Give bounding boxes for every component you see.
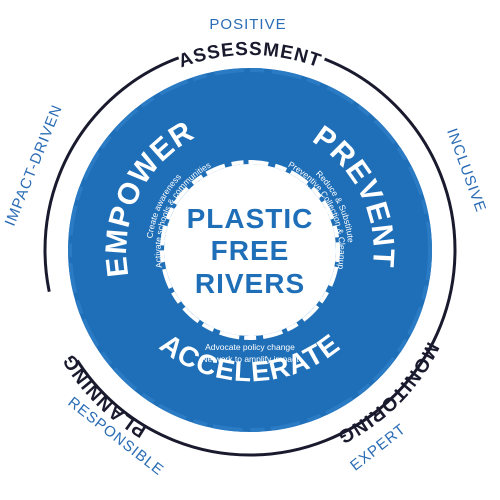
accelerate-item-2: Network to amplify impact (201, 354, 299, 364)
center-line-2: FREE (211, 235, 290, 266)
ring-label-assessment: ASSESSMENT (176, 39, 324, 72)
center-brush (160, 160, 340, 340)
center-line-3: RIVERS (195, 268, 305, 299)
center-circle (164, 164, 336, 336)
center-line-1: PLASTIC (187, 203, 314, 234)
brush-edge (68, 68, 432, 432)
ring-gap-left (44, 291, 82, 363)
ring-gap-right (359, 291, 442, 416)
value-positive: POSITIVE (209, 16, 286, 33)
accelerate-item-1: Advocate policy change (205, 342, 295, 352)
ring-gap-top (176, 39, 327, 62)
value-impact-driven: IMPACT-DRIVEN (2, 102, 66, 228)
